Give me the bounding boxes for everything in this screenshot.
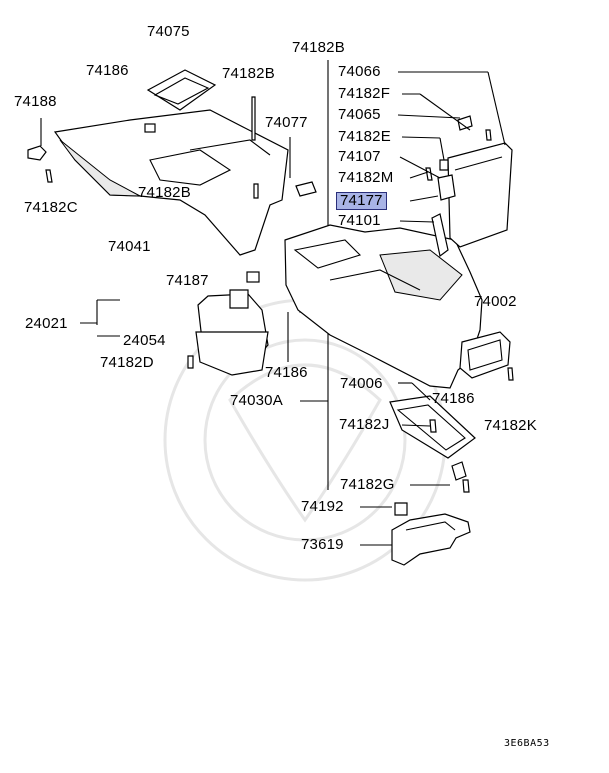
lid-74002	[459, 331, 511, 379]
label-74030A[interactable]: 74030A	[230, 392, 283, 409]
armrest-lid-74066	[447, 142, 513, 248]
screw-74182B	[251, 96, 256, 141]
label-74182M[interactable]: 74182M	[338, 169, 394, 186]
label-74041[interactable]: 74041	[108, 238, 151, 255]
label-74186-mid[interactable]: 74186	[265, 364, 308, 381]
label-74077[interactable]: 74077	[265, 114, 308, 131]
clip-74186	[144, 123, 156, 133]
label-74182B-top[interactable]: 74182B	[292, 39, 345, 56]
clip-74188	[27, 145, 47, 161]
screw-74182C	[45, 169, 53, 183]
diagram-code: 3E6BA53	[504, 738, 550, 749]
label-74187[interactable]: 74187	[166, 272, 209, 289]
label-74182F[interactable]: 74182F	[338, 85, 391, 102]
label-74182C[interactable]: 74182C	[24, 199, 78, 216]
label-74188[interactable]: 74188	[14, 93, 57, 110]
label-24021[interactable]: 24021	[25, 315, 68, 332]
label-74107[interactable]: 74107	[338, 148, 381, 165]
label-74066[interactable]: 74066	[338, 63, 381, 80]
bracket-74077	[295, 181, 317, 197]
label-74075[interactable]: 74075	[147, 23, 190, 40]
label-74002[interactable]: 74002	[474, 293, 517, 310]
floor-console-74030A	[284, 224, 483, 389]
label-74182B-mid[interactable]: 74182B	[138, 184, 191, 201]
label-74182J[interactable]: 74182J	[339, 416, 390, 433]
label-74177-highlighted[interactable]: 74177	[336, 192, 387, 210]
label-74182D[interactable]: 74182D	[100, 354, 154, 371]
lid-74075	[146, 69, 217, 111]
label-73619[interactable]: 73619	[301, 536, 344, 553]
clip-74192	[394, 502, 408, 516]
label-74186-top[interactable]: 74186	[86, 62, 129, 79]
label-24054[interactable]: 24054	[123, 332, 166, 349]
clip-74187	[246, 271, 260, 283]
label-74065[interactable]: 74065	[338, 106, 381, 123]
label-74192[interactable]: 74192	[301, 498, 344, 515]
bracket-73619	[391, 513, 471, 566]
label-74101[interactable]: 74101	[338, 212, 381, 229]
label-74186-low[interactable]: 74186	[432, 390, 475, 407]
label-74182B-upper[interactable]: 74182B	[222, 65, 275, 82]
label-74006[interactable]: 74006	[340, 375, 383, 392]
label-74182K[interactable]: 74182K	[484, 417, 537, 434]
hinge-74065	[457, 115, 473, 131]
hinge-74101	[431, 213, 449, 258]
lock-74107	[437, 174, 456, 201]
label-74182E[interactable]: 74182E	[338, 128, 391, 145]
label-74182G[interactable]: 74182G	[340, 476, 395, 493]
